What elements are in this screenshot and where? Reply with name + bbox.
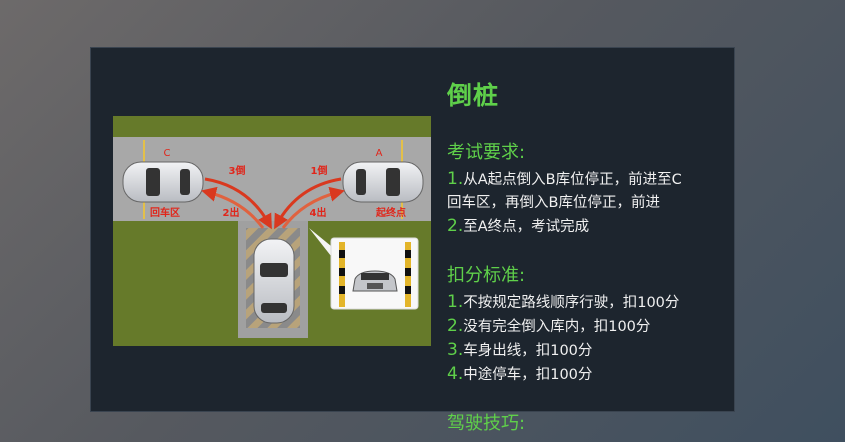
arrow-step4 [281, 186, 345, 229]
deduction-item: 4.中途停车，扣100分 [447, 364, 593, 384]
deduction-standards-heading: 扣分标准: [447, 265, 526, 286]
deduction-standards-section: 扣分标准: 1.不按规定路线顺序行驶，扣100分 2.没有完全倒入库内，扣100… [447, 261, 732, 387]
label-c: C [164, 148, 171, 159]
exam-requirements-section: 考试要求: 1.从A起点倒入B库位停正，前进至C 回车区，再倒入B库位停正，前进… [447, 138, 732, 239]
car-b [253, 238, 295, 324]
deduction-item: 1.不按规定路线顺序行驶，扣100分 [447, 292, 680, 312]
slide-panel: C A 3倒 1倒 2出 4出 回车区 起终点 倒桩 考试要求: 1.从A起点倒… [90, 47, 735, 434]
exam-requirements-heading: 考试要求: [447, 142, 526, 163]
deduction-item: 3.车身出线，扣100分 [447, 340, 593, 360]
label-step2: 2出 [223, 206, 240, 219]
requirement-item-continued: 回车区，再倒入B库位停正，前进 [447, 195, 660, 211]
label-step4: 4出 [310, 206, 327, 219]
inset-front-view [330, 237, 419, 310]
label-step3: 3倒 [229, 164, 246, 177]
label-step1: 1倒 [311, 164, 328, 177]
car-a [342, 161, 424, 203]
slide-title: 倒桩 [447, 81, 500, 110]
arrow-step1 [274, 177, 342, 230]
arrow-step2 [201, 186, 265, 229]
text-column: 倒桩 考试要求: 1.从A起点倒入B库位停正，前进至C 回车区，再倒入B库位停正… [447, 76, 732, 439]
arrow-step3 [204, 177, 272, 230]
reverse-parking-diagram: C A 3倒 1倒 2出 4出 回车区 起终点 [113, 116, 431, 346]
driving-tips-heading: 驾驶技巧: [447, 413, 526, 434]
requirement-item: 2.至A终点，考试完成 [447, 216, 590, 236]
label-a: A [376, 148, 383, 159]
deduction-item: 2.没有完全倒入库内，扣100分 [447, 316, 651, 336]
label-start-end: 起终点 [375, 206, 406, 219]
car-c [122, 161, 204, 203]
requirement-item: 1.从A起点倒入B库位停正，前进至C [447, 169, 682, 189]
label-turnaround: 回车区 [150, 206, 180, 219]
